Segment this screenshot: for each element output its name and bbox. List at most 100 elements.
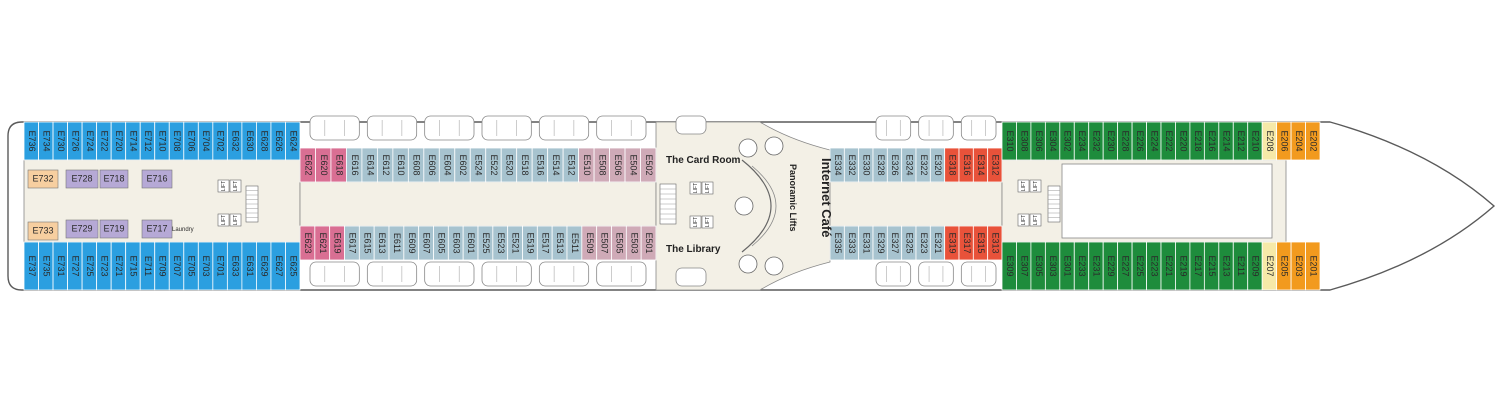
cabin-e309[interactable]: E309 (1001, 241, 1017, 291)
cabin-e221[interactable]: E221 (1160, 241, 1176, 291)
cabin-e612[interactable]: E612 (376, 147, 394, 183)
cabin-e609[interactable]: E609 (403, 225, 420, 261)
cabin-e633[interactable]: E633 (226, 241, 243, 291)
cabin-e519[interactable]: E519 (522, 225, 538, 261)
cabin-e509[interactable]: E509 (581, 225, 598, 261)
cabin-e704[interactable]: E704 (197, 121, 214, 161)
cabin-e301[interactable]: E301 (1059, 241, 1075, 291)
cabin-e715[interactable]: E715 (125, 241, 141, 291)
cabin-e204[interactable]: E204 (1290, 121, 1306, 161)
cabin-e606[interactable]: E606 (423, 147, 440, 183)
cabin-e706[interactable]: E706 (183, 121, 199, 161)
cabin-e631[interactable]: E631 (241, 241, 257, 291)
cabin-e727[interactable]: E727 (67, 241, 83, 291)
cabin-e302[interactable]: E302 (1059, 121, 1075, 161)
cabin-e305[interactable]: E305 (1030, 241, 1046, 291)
cabin-e520[interactable]: E520 (500, 147, 518, 183)
cabin-e508[interactable]: E508 (593, 147, 610, 183)
cabin-e501[interactable]: E501 (640, 225, 657, 261)
cabin-e511[interactable]: E511 (566, 225, 583, 261)
cabin-e319[interactable]: E319 (944, 225, 960, 261)
cabin-e223[interactable]: E223 (1146, 241, 1162, 291)
cabin-e226[interactable]: E226 (1131, 121, 1147, 161)
cabin-e324[interactable]: E324 (901, 147, 917, 183)
cabin-e720[interactable]: E720 (110, 121, 127, 161)
cabin-e725[interactable]: E725 (81, 241, 98, 291)
cabin-e228[interactable]: E228 (1117, 121, 1133, 161)
cabin-e708[interactable]: E708 (168, 121, 185, 161)
cabin-e628[interactable]: E628 (256, 121, 272, 161)
cabin-e712[interactable]: E712 (139, 121, 156, 161)
cabin-e707[interactable]: E707 (168, 241, 185, 291)
cabin-e231[interactable]: E231 (1088, 241, 1104, 291)
cabin-e610[interactable]: E610 (392, 147, 409, 183)
cabin-e507[interactable]: E507 (596, 225, 612, 261)
cabin-e728[interactable]: E728 (65, 169, 99, 189)
cabin-e502[interactable]: E502 (640, 147, 657, 183)
cabin-e724[interactable]: E724 (81, 121, 98, 161)
cabin-e325[interactable]: E325 (901, 225, 917, 261)
cabin-e735[interactable]: E735 (38, 241, 54, 291)
cabin-e729[interactable]: E729 (65, 219, 99, 239)
cabin-e722[interactable]: E722 (96, 121, 112, 161)
cabin-e314[interactable]: E314 (972, 147, 989, 183)
cabin-e632[interactable]: E632 (226, 121, 243, 161)
cabin-e602[interactable]: E602 (454, 147, 471, 183)
cabin-e328[interactable]: E328 (872, 147, 888, 183)
cabin-e234[interactable]: E234 (1073, 121, 1090, 161)
cabin-e322[interactable]: E322 (915, 147, 931, 183)
cabin-e323[interactable]: E323 (915, 225, 931, 261)
cabin-e608[interactable]: E608 (407, 147, 425, 183)
cabin-e307[interactable]: E307 (1016, 241, 1032, 291)
cabin-e329[interactable]: E329 (872, 225, 888, 261)
cabin-e522[interactable]: E522 (485, 147, 502, 183)
cabin-e506[interactable]: E506 (609, 147, 626, 183)
cabin-e736[interactable]: E736 (23, 121, 39, 161)
cabin-e523[interactable]: E523 (492, 225, 509, 261)
cabin-e215[interactable]: E215 (1203, 241, 1220, 291)
cabin-e719[interactable]: E719 (99, 219, 129, 239)
cabin-e622[interactable]: E622 (299, 147, 316, 183)
cabin-e332[interactable]: E332 (843, 147, 860, 183)
cabin-e207[interactable]: E207 (1261, 241, 1278, 291)
cabin-e613[interactable]: E613 (373, 225, 390, 261)
cabin-e701[interactable]: E701 (212, 241, 228, 291)
cabin-e216[interactable]: E216 (1203, 121, 1220, 161)
cabin-e308[interactable]: E308 (1016, 121, 1032, 161)
cabin-e629[interactable]: E629 (256, 241, 272, 291)
cabin-e601[interactable]: E601 (462, 225, 479, 261)
cabin-e217[interactable]: E217 (1189, 241, 1205, 291)
cabin-e604[interactable]: E604 (438, 147, 456, 183)
cabin-e213[interactable]: E213 (1218, 241, 1234, 291)
cabin-e320[interactable]: E320 (929, 147, 946, 183)
cabin-e611[interactable]: E611 (388, 225, 405, 261)
cabin-e714[interactable]: E714 (125, 121, 141, 161)
cabin-e210[interactable]: E210 (1247, 121, 1263, 161)
cabin-e503[interactable]: E503 (625, 225, 642, 261)
cabin-e733[interactable]: E733 (27, 221, 59, 241)
cabin-e737[interactable]: E737 (23, 241, 39, 291)
cabin-e208[interactable]: E208 (1261, 121, 1278, 161)
cabin-e201[interactable]: E201 (1305, 241, 1321, 291)
cabin-e230[interactable]: E230 (1102, 121, 1119, 161)
cabin-e717[interactable]: E717 (141, 219, 173, 239)
cabin-e205[interactable]: E205 (1276, 241, 1292, 291)
cabin-e233[interactable]: E233 (1073, 241, 1090, 291)
cabin-e703[interactable]: E703 (197, 241, 214, 291)
cabin-e326[interactable]: E326 (886, 147, 903, 183)
cabin-e621[interactable]: E621 (314, 225, 331, 261)
cabin-e202[interactable]: E202 (1305, 121, 1321, 161)
cabin-e212[interactable]: E212 (1232, 121, 1249, 161)
cabin-e625[interactable]: E625 (285, 241, 301, 291)
cabin-e630[interactable]: E630 (241, 121, 257, 161)
cabin-e331[interactable]: E331 (858, 225, 874, 261)
cabin-e229[interactable]: E229 (1102, 241, 1119, 291)
cabin-e718[interactable]: E718 (99, 169, 129, 189)
cabin-e607[interactable]: E607 (418, 225, 434, 261)
cabin-e627[interactable]: E627 (270, 241, 286, 291)
cabin-e330[interactable]: E330 (858, 147, 874, 183)
cabin-e518[interactable]: E518 (516, 147, 533, 183)
cabin-e318[interactable]: E318 (944, 147, 960, 183)
cabin-e313[interactable]: E313 (987, 225, 1003, 261)
cabin-e705[interactable]: E705 (183, 241, 199, 291)
